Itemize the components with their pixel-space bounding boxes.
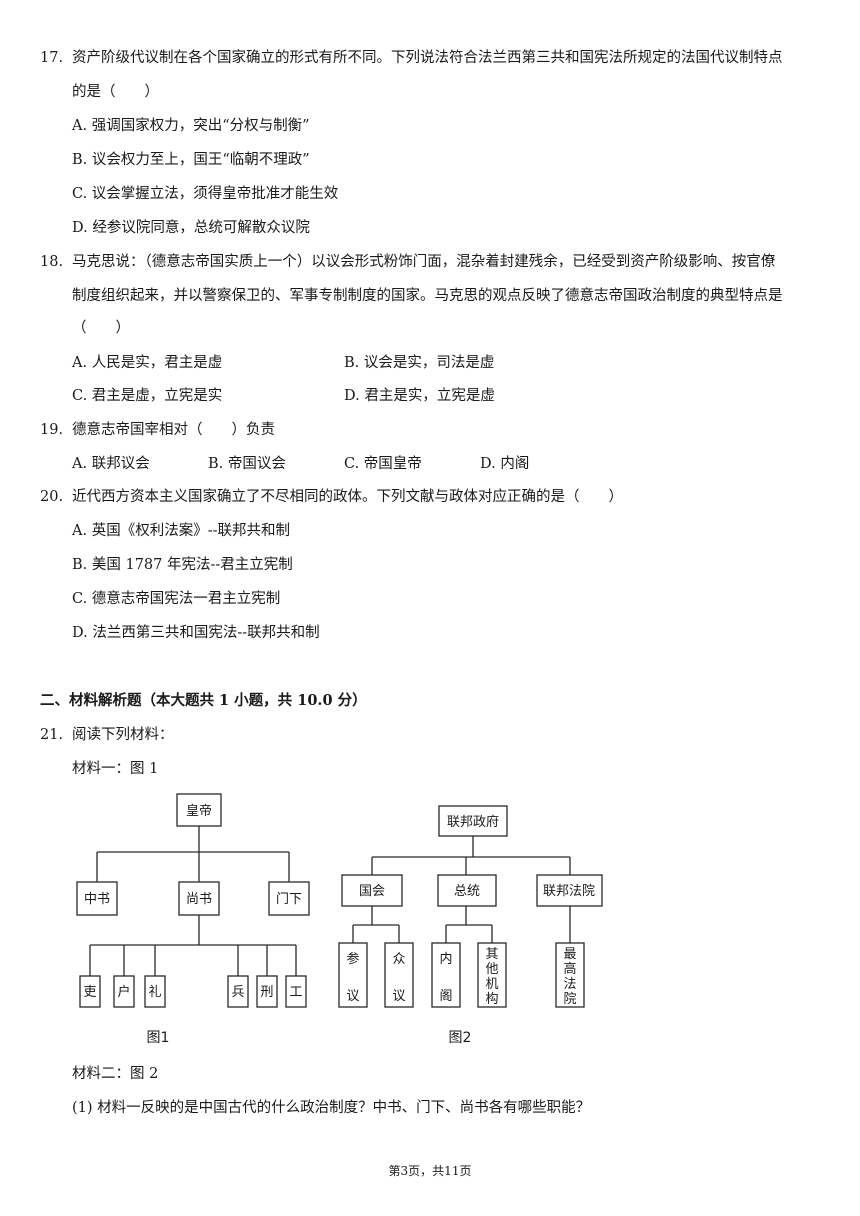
fig1-box-emperor (176, 793, 222, 827)
question-20-option-b[interactable]: B. 美国 1787 年宪法--君主立宪制 (72, 557, 293, 573)
fig2-federal-court-label: 联邦法院 (543, 884, 595, 899)
fig1-ministry-label: 户 (117, 984, 130, 1000)
fig1-box-shangshu (178, 881, 220, 916)
fig1-ministry-label: 吏 (83, 984, 96, 1000)
question-20-option-d[interactable]: D. 法兰西第三共和国宪法--联邦共和制 (72, 625, 320, 641)
fig2-senate-char: 议 (346, 989, 359, 1004)
fig2-house-char: 议 (392, 989, 405, 1004)
fig1-shangshu-label: 尚书 (186, 892, 212, 907)
question-18-stem-line3: （ ） (72, 320, 130, 336)
fig2-congress-label: 国会 (359, 884, 385, 899)
fig1-ministry-label: 工 (289, 985, 302, 1000)
material-2-label: 材料二：图 2 (72, 1066, 159, 1082)
fig2-supreme-court-char: 最 (563, 947, 576, 962)
fig2-supreme-court-char: 高 (563, 961, 576, 977)
fig1-box-xing (256, 975, 278, 1008)
fig2-box-senate (338, 942, 368, 1008)
question-18-option-d[interactable]: D. 君主是实，立宪是虚 (344, 388, 495, 404)
question-19-option-d[interactable]: D. 内阁 (480, 456, 530, 472)
question-21-number: 21. (40, 727, 64, 743)
fig2-other-agencies-char: 机 (485, 977, 498, 992)
question-17-stem-line1: 资产阶级代议制在各个国家确立的形式有所不同。下列说法符合法兰西第三共和国宪法所规… (72, 50, 783, 66)
fig1-ministry-label: 刑 (260, 985, 273, 1000)
fig2-box-congress (341, 874, 403, 907)
question-19-number: 19. (40, 422, 64, 438)
fig2-supreme-court-char: 法 (563, 977, 576, 992)
fig2-cabinet-char: 阁 (439, 989, 452, 1004)
fig1-ministry-label: 兵 (231, 985, 244, 1000)
material-1-label: 材料一：图 1 (72, 761, 159, 777)
fig2-box-president (437, 874, 497, 907)
fig1-box-menxia (268, 881, 310, 916)
question-17-stem-line2: 的是（ ） (72, 84, 159, 100)
fig1-box-zhongshu (76, 881, 118, 916)
fig2-box-other-agencies (477, 942, 507, 1008)
fig1-zhongshu-label: 中书 (84, 892, 110, 907)
figure-2-caption: 图2 (449, 1030, 472, 1046)
question-17-option-a[interactable]: A. 强调国家权力，突出“分权与制衡” (72, 118, 310, 134)
question-18-stem-line1: 马克思说：（德意志帝国实质上一个）以议会形式粉饰门面，混杂着封建残余，已经受到资… (72, 254, 776, 270)
fig2-box-house (384, 942, 414, 1008)
fig1-box-hu (113, 975, 135, 1008)
question-20-option-c[interactable]: C. 德意志帝国宪法一君主立宪制 (72, 591, 281, 607)
figure-1-caption: 图1 (147, 1030, 170, 1046)
fig1-box-gong (285, 975, 307, 1008)
fig2-federal-government-label: 联邦政府 (447, 815, 499, 830)
fig2-cabinet-char: 内 (439, 951, 452, 967)
fig2-box-supreme-court (555, 942, 585, 1008)
question-17-option-b[interactable]: B. 议会权力至上，国王“临朝不理政” (72, 152, 310, 168)
question-19-option-a[interactable]: A. 联邦议会 (72, 456, 150, 472)
fig1-box-li (79, 975, 101, 1008)
fig2-supreme-court-char: 院 (563, 992, 576, 1007)
question-20-stem: 近代西方资本主义国家确立了不尽相同的政体。下列文献与政体对应正确的是（ ） (72, 489, 623, 505)
fig2-box-cabinet (431, 942, 461, 1008)
fig2-senate-char: 参 (346, 951, 359, 967)
question-18-stem-line2: 制度组织起来，并以警察保卫的、军事专制制度的国家。马克思的观点反映了德意志帝国政… (72, 288, 783, 304)
section-2-title: 二、材料解析题（本大题共 1 小题，共 10.0 分） (40, 692, 367, 709)
question-17-number: 17. (40, 50, 64, 66)
fig2-house-char: 众 (392, 952, 405, 967)
fig2-other-agencies-char: 构 (485, 992, 498, 1007)
fig2-other-agencies-char: 其 (485, 947, 498, 962)
question-19-option-b[interactable]: B. 帝国议会 (208, 456, 286, 472)
question-18-option-b[interactable]: B. 议会是实，司法是虚 (344, 355, 495, 371)
fig2-other-agencies-char: 他 (485, 962, 498, 977)
fig2-box-federal-court (536, 874, 603, 907)
question-20-option-a[interactable]: A. 英国《权利法案》--联邦共和制 (72, 523, 291, 539)
fig2-president-label: 总统 (454, 884, 480, 899)
sub-question-1: (1) 材料一反映的是中国古代的什么政治制度？中书、门下、尚书各有哪些职能？ (72, 1100, 591, 1116)
question-19-stem: 德意志帝国宰相对（ ）负责 (72, 422, 275, 438)
org-chart-figures: 皇帝 中书 尚书 门下 吏 户 礼 兵 刑 工 联邦政府 国会 总统 联邦法院 … (76, 793, 603, 1046)
question-17-option-c[interactable]: C. 议会掌握立法，须得皇帝批准才能生效 (72, 186, 339, 202)
fig1-emperor-label: 皇帝 (186, 803, 212, 819)
fig2-box-federal-government (438, 805, 508, 837)
question-19-option-c[interactable]: C. 帝国皇帝 (344, 456, 422, 472)
question-21-intro: 阅读下列材料： (72, 727, 174, 743)
question-18-option-c[interactable]: C. 君主是虚，立宪是实 (72, 388, 223, 404)
question-17-option-d[interactable]: D. 经参议院同意，总统可解散众议院 (72, 220, 310, 236)
question-18-option-a[interactable]: A. 人民是实，君主是虚 (72, 355, 223, 371)
question-20-number: 20. (40, 489, 64, 505)
question-18-number: 18. (40, 254, 64, 270)
fig1-menxia-label: 门下 (276, 892, 302, 907)
fig1-box-lizhi (144, 975, 166, 1008)
fig1-ministry-label: 礼 (148, 984, 161, 1000)
fig1-box-bing (227, 975, 249, 1008)
page-footer: 第3页，共11页 (388, 1164, 472, 1178)
